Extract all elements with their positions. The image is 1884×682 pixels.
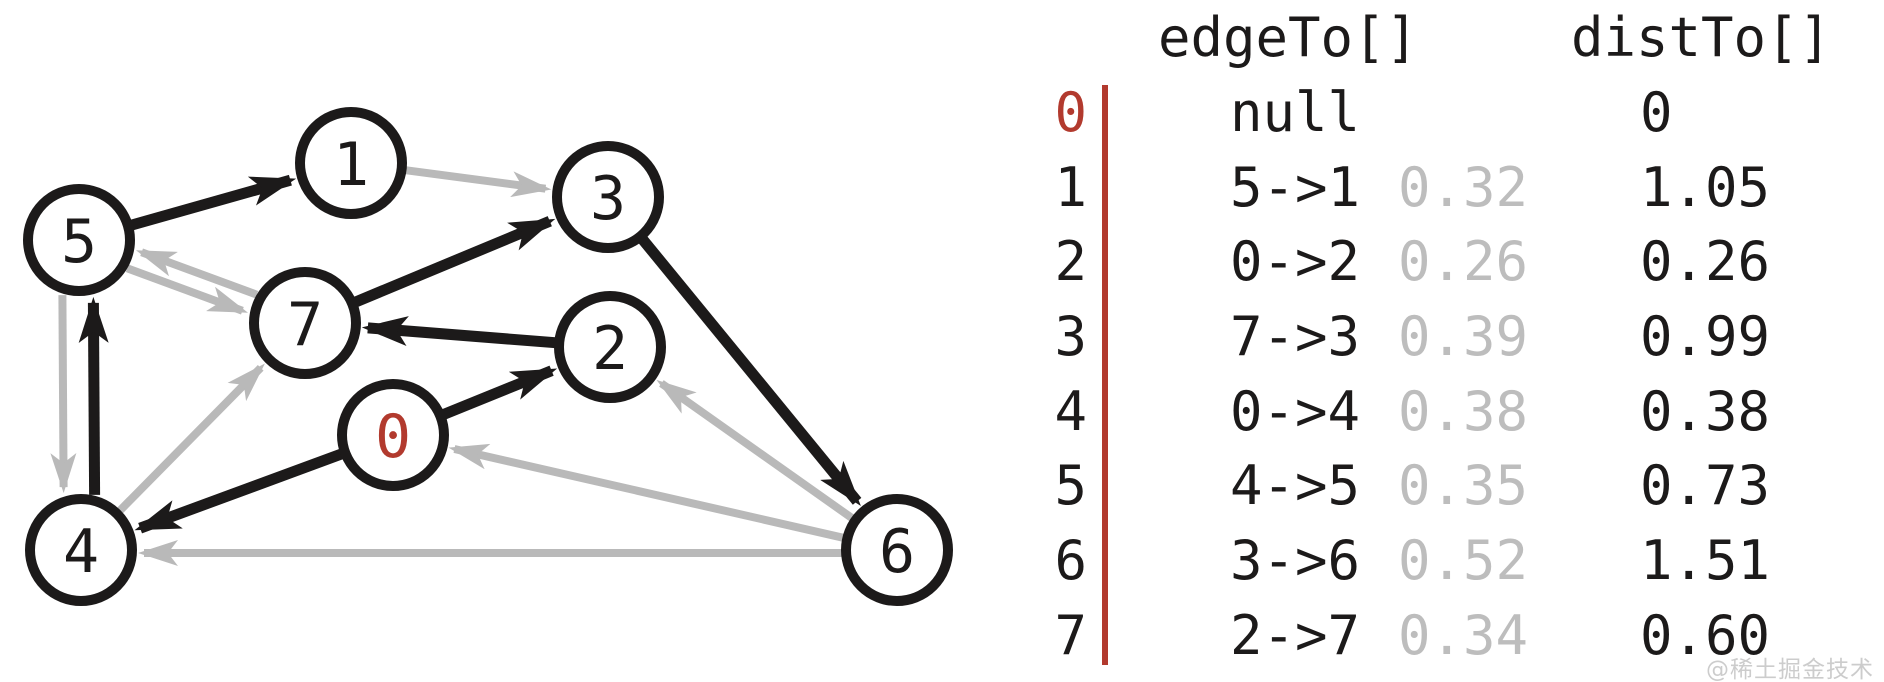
edge-to-value: 5->1 — [1230, 155, 1361, 219]
node-circle-7 — [249, 267, 361, 379]
edge-weight: 0.38 — [1398, 379, 1529, 443]
edge-7-to-3-tree — [353, 216, 556, 307]
dist-to-value: 0.60 — [1640, 603, 1771, 667]
graph-node-7: 7 — [249, 267, 361, 379]
edge-1-to-3-gray — [404, 166, 552, 198]
table-row: 2 0->2 0.26 0.26 — [940, 224, 1884, 299]
table-row: 6 3->6 0.52 1.51 — [940, 523, 1884, 598]
node-circle-0 — [337, 379, 449, 491]
table-row: 7 2->7 0.34 0.60 — [940, 598, 1884, 673]
dist-to-value: 0.99 — [1640, 304, 1771, 368]
index-divider-bar — [1102, 85, 1108, 665]
node-circle-3 — [552, 141, 664, 253]
edge-to-value: 0->2 — [1230, 230, 1361, 294]
dist-to-value: 0.73 — [1640, 454, 1771, 518]
shortest-path-table: edgeTo[] distTo[] 0 null 0 1 5->1 0.32 1.05 2 0-… — [940, 0, 1884, 682]
edge-weight: 0.34 — [1398, 603, 1529, 667]
edge-6-to-2-gray — [656, 379, 855, 522]
node-circle-1 — [295, 107, 407, 219]
watermark: @稀土掘金技术社区 — [1706, 657, 1874, 682]
table-row: 4 0->4 0.38 0.38 — [940, 374, 1884, 449]
edge-weight: 0.52 — [1398, 528, 1529, 592]
edge-0-to-2-tree — [441, 365, 558, 420]
node-label-4: 4 — [63, 517, 99, 587]
row-index: 4 — [1054, 379, 1087, 443]
node-label-7: 7 — [287, 290, 323, 360]
node-label-5: 5 — [61, 207, 97, 277]
table-header-row: edgeTo[] distTo[] — [940, 0, 1884, 75]
edge-to-value: 2->7 — [1230, 603, 1361, 667]
row-index: 5 — [1054, 454, 1087, 518]
row-index: 7 — [1054, 603, 1087, 667]
dist-to-value: 0.38 — [1640, 379, 1771, 443]
table-row: 1 5->1 0.32 1.05 — [940, 150, 1884, 225]
row-index: 1 — [1054, 155, 1087, 219]
node-circle-6 — [841, 494, 953, 606]
edge-to-value: 3->6 — [1230, 528, 1361, 592]
node-label-3: 3 — [590, 164, 626, 234]
node-label-6: 6 — [879, 517, 915, 587]
edge-4-to-7-gray — [116, 363, 265, 514]
row-index: 2 — [1054, 230, 1087, 294]
dist-to-value: 1.51 — [1640, 528, 1771, 592]
column-header-distto: distTo[] — [1571, 6, 1832, 69]
edge-to-value: 4->5 — [1230, 454, 1361, 518]
node-circle-2 — [554, 291, 666, 403]
row-index: 3 — [1054, 304, 1087, 368]
edge-to-value: null — [1230, 80, 1361, 144]
node-label-2: 2 — [592, 314, 628, 384]
dist-to-value: 1.05 — [1640, 155, 1771, 219]
row-index: 0 — [1054, 80, 1087, 144]
edge-weight: 0.32 — [1398, 155, 1529, 219]
column-header-edgeto: edgeTo[] — [1158, 6, 1419, 69]
node-circle-4 — [25, 494, 137, 606]
table-row: 5 4->5 0.35 0.73 — [940, 448, 1884, 523]
graph-node-6: 6 — [841, 494, 953, 606]
node-circle-5 — [23, 184, 135, 296]
dist-to-value: 0 — [1640, 80, 1673, 144]
edge-weight: 0.39 — [1398, 304, 1529, 368]
edge-7-to-5-gray — [135, 248, 259, 299]
graph-node-1: 1 — [295, 107, 407, 219]
edge-5-to-7-gray — [125, 264, 249, 315]
edge-4-to-5-tree — [78, 296, 109, 495]
edge-5-to-1-tree — [130, 174, 297, 231]
graph-node-4: 4 — [25, 494, 137, 606]
graph-node-5: 5 — [23, 184, 135, 296]
edge-6-to-0-gray — [448, 443, 845, 542]
edge-3-to-6-tree — [638, 236, 862, 506]
table-row: 0 null 0 — [940, 75, 1884, 150]
edge-5-to-4-gray — [50, 295, 77, 494]
edge-weight: 0.26 — [1398, 230, 1529, 294]
node-label-1: 1 — [333, 130, 369, 200]
row-index: 6 — [1054, 528, 1087, 592]
edge-weight: 0.35 — [1398, 454, 1529, 518]
table-body: 0 null 0 1 5->1 0.32 1.05 2 0->2 0.26 0.26 3 7->3 0.3… — [940, 75, 1884, 673]
graph-node-2: 2 — [554, 291, 666, 403]
node-label-0: 0 — [375, 402, 411, 472]
edge-2-to-7-tree — [361, 316, 556, 349]
edge-0-to-4-tree — [134, 448, 344, 534]
graph-node-0: 0 — [337, 379, 449, 491]
graph-node-3: 3 — [552, 141, 664, 253]
dist-to-value: 0.26 — [1640, 230, 1771, 294]
graph-canvas: 0 1 2 3 4 5 6 7 — [23, 107, 953, 606]
edge-to-value: 7->3 — [1230, 304, 1361, 368]
edge-to-value: 0->4 — [1230, 379, 1361, 443]
table-row: 3 7->3 0.39 0.99 — [940, 299, 1884, 374]
